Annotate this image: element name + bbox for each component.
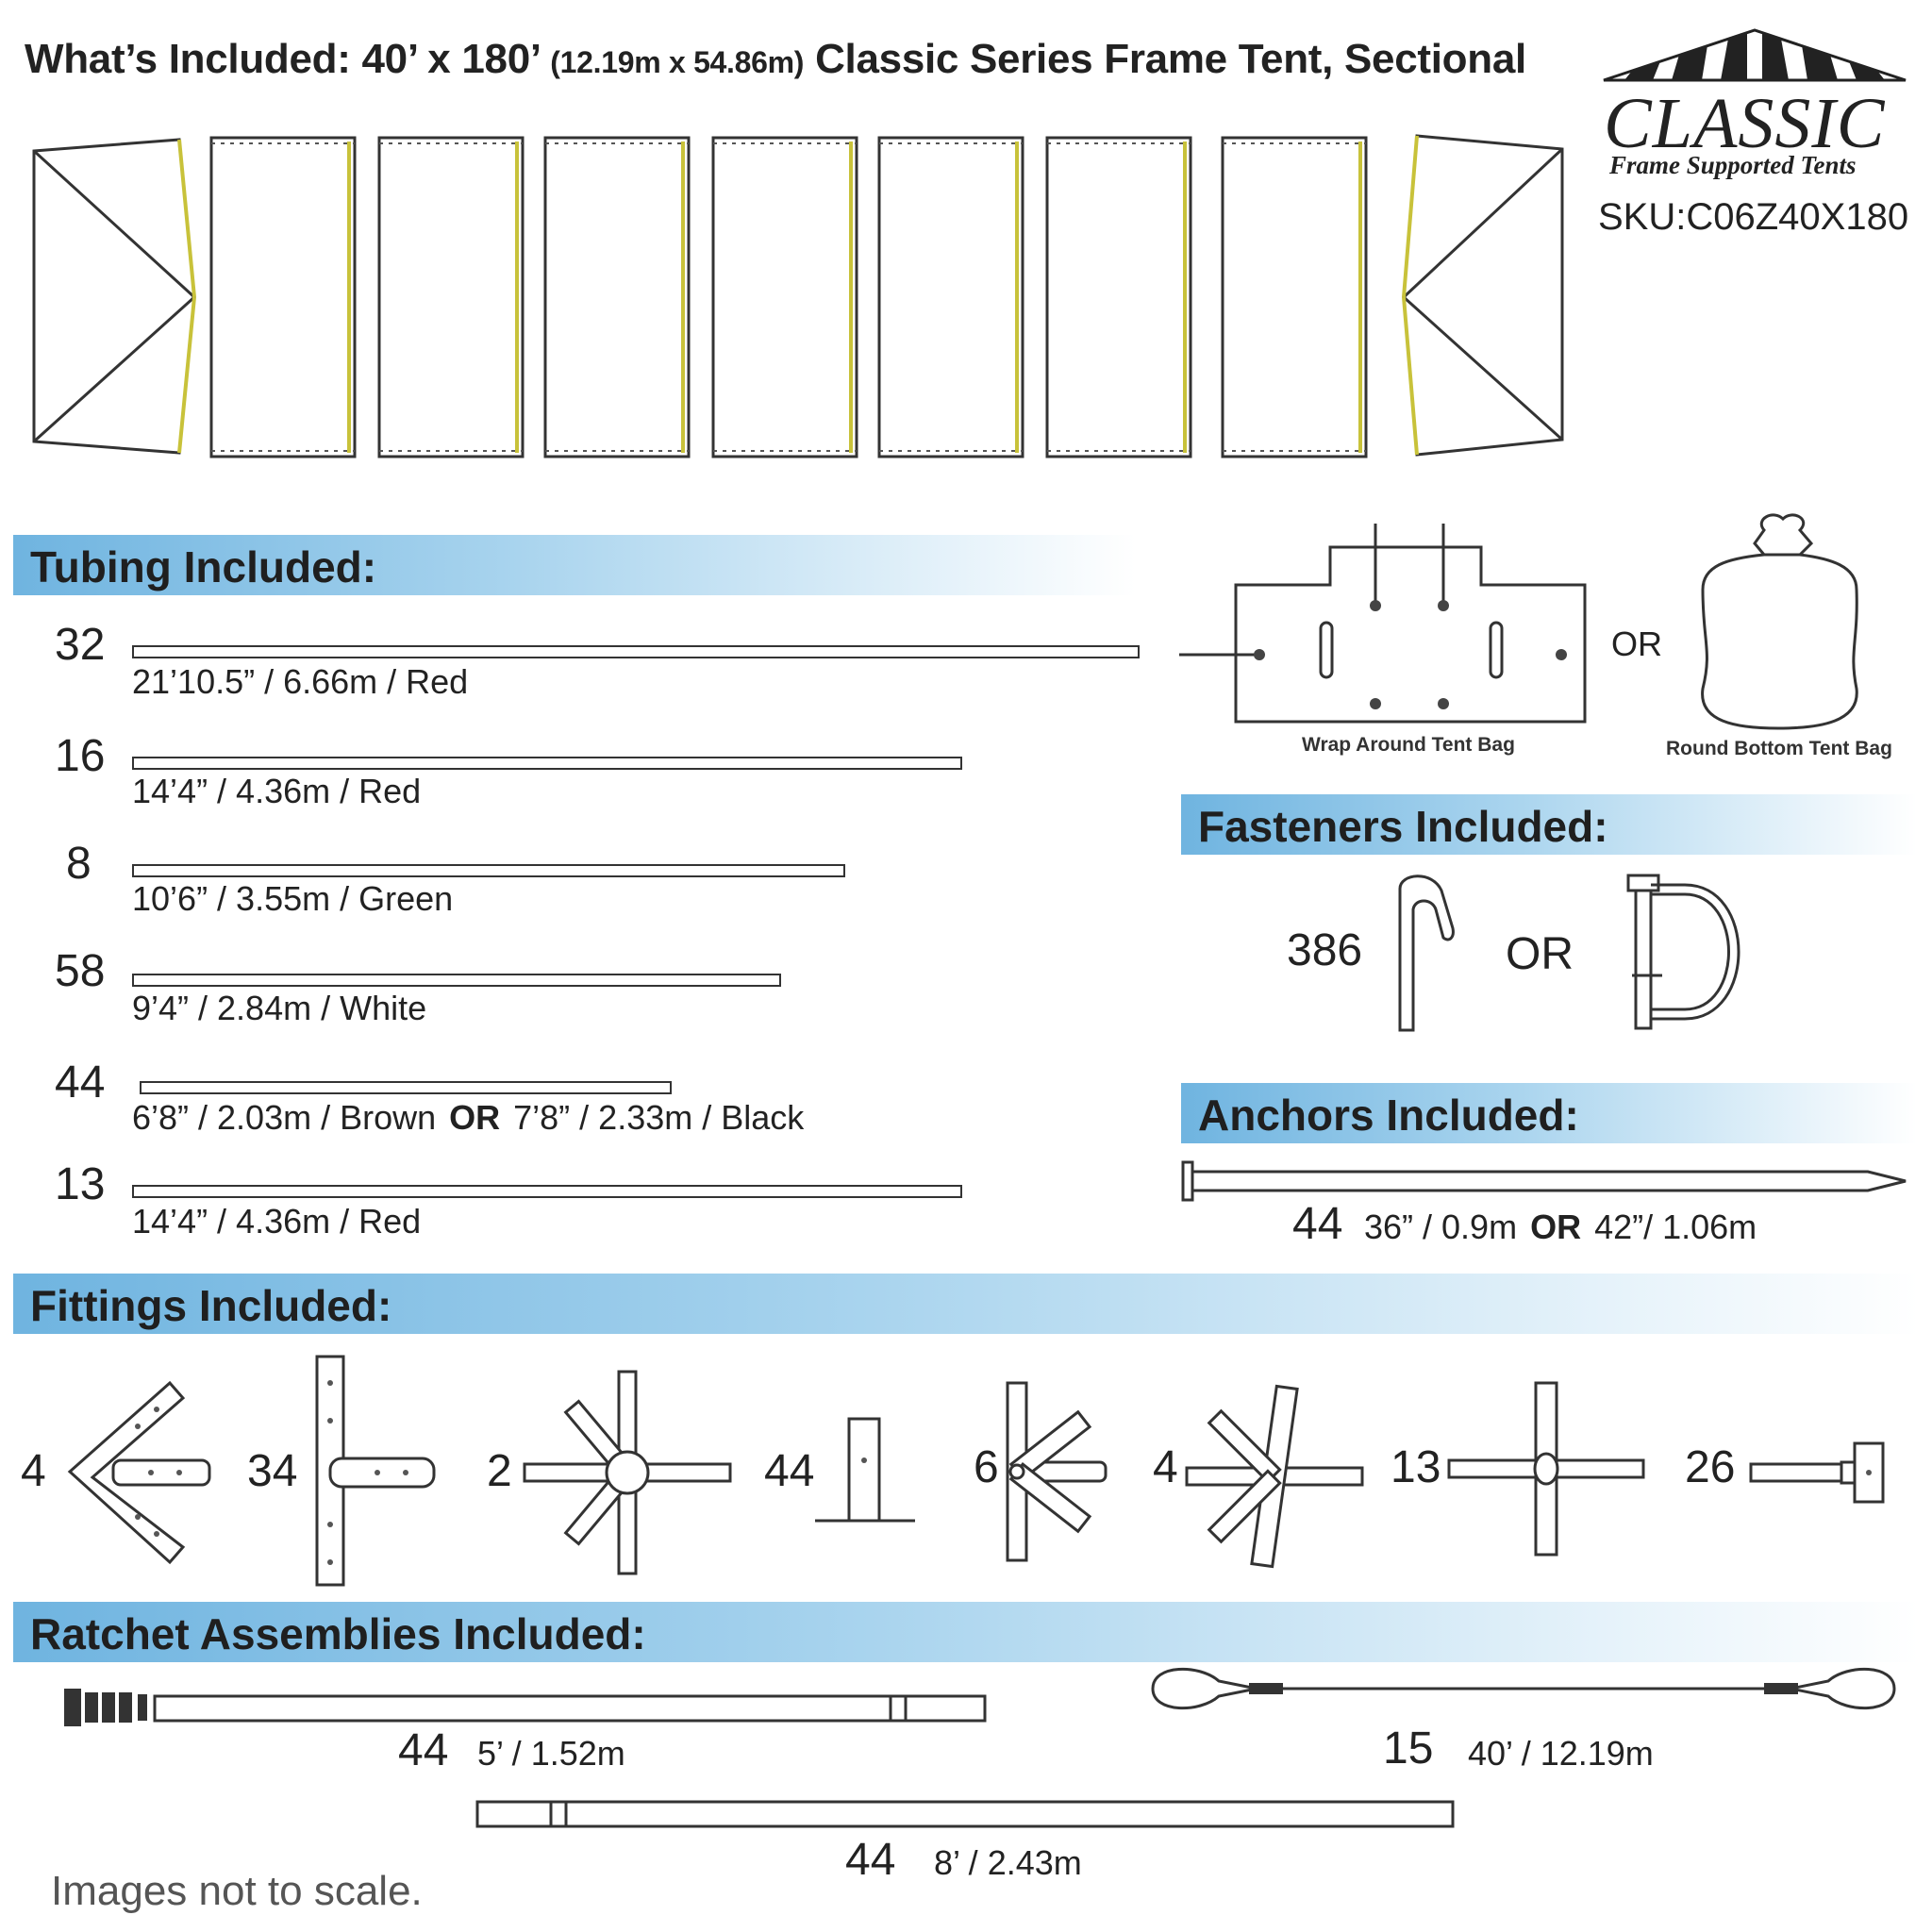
fitting-qty: 2 [487,1446,512,1496]
ratchet-label: 40’ / 12.19m [1468,1734,1654,1773]
lynch-pin-fastener-icon [1626,874,1740,1030]
section-header-anchors: Anchors Included: [1181,1083,1917,1143]
page-title: What’s Included: 40’ x 180’ (12.19m x 54… [25,36,1526,82]
anchor-qty: 44 [1292,1199,1343,1249]
tubing-qty: 58 [55,946,106,996]
tent-end-right [1402,134,1564,457]
tent-section-1 [209,136,357,458]
tube-bar [132,974,781,987]
fitting-qty: 6 [974,1442,999,1492]
round-bottom-bag-caption: Round Bottom Tent Bag [1666,738,1892,759]
wrap-around-bag-caption: Wrap Around Tent Bag [1302,734,1515,756]
tent-logo-icon [1603,28,1907,82]
wrap-around-tent-bag-icon [1179,524,1587,724]
logo-text: CLASSIC [1604,84,1886,163]
corner-fitting-icon [67,1380,211,1565]
tube-bar [140,1081,672,1094]
tube-bar [132,1185,962,1198]
ratchet-label: 8’ / 2.43m [934,1843,1082,1882]
fitting-qty: 34 [247,1446,298,1496]
fastener-qty: 386 [1287,925,1363,975]
foot-plate-fitting-icon [815,1417,915,1523]
stake-anchor-icon [1181,1160,1907,1202]
fitting-qty: 13 [1391,1442,1441,1492]
strap-8ft-icon [475,1800,1455,1828]
angled-cross-fitting-icon [1185,1384,1364,1569]
ratchet-qty: 15 [1383,1724,1434,1774]
tent-section-6 [1045,136,1192,458]
scale-disclaimer: Images not to scale. [51,1868,423,1914]
tubing-label: 21’10.5” / 6.66m / Red [132,662,469,701]
sku-code: SKU:C06Z40X180 [1598,196,1909,238]
section-header-tubing: Tubing Included: [13,535,1136,595]
tent-section-2 [377,136,525,458]
tube-bar [132,757,962,770]
angled-side-fitting-icon [1006,1381,1108,1562]
fitting-qty: 4 [21,1446,46,1496]
ratchet-qty: 44 [845,1835,896,1885]
tubing-label: 9’4” / 2.84m / White [132,989,427,1027]
tee-fitting-icon [315,1355,436,1587]
ratchet-label: 5’ / 1.52m [477,1734,625,1773]
tent-end-left [32,138,196,455]
tubing-qty: 32 [55,620,106,670]
tubing-label: 14’4” / 4.36m / Red [132,1202,422,1241]
fastener-or-label: OR [1506,929,1574,979]
tube-bar [132,645,1140,658]
cable-with-hooks-icon [1151,1667,1896,1710]
ratchet-strap-5ft-icon [64,1689,987,1726]
tent-section-7 [1221,136,1368,458]
tubing-label: 14’4” / 4.36m / Red [132,772,422,810]
bag-or-label: OR [1611,625,1662,663]
cross-fitting-icon [1447,1381,1645,1557]
logo-subtitle: Frame Supported Tents [1609,151,1857,179]
tent-section-5 [877,136,1024,458]
tube-bar [132,864,845,877]
tubing-label: 10’6” / 3.55m / Green [132,879,454,918]
section-header-ratchets: Ratchet Assemblies Included: [13,1602,1919,1662]
tent-section-4 [711,136,858,458]
tent-sections-diagram [32,134,1564,458]
round-bottom-tent-bag-icon [1701,513,1858,730]
section-header-fasteners: Fasteners Included: [1181,794,1917,855]
fitting-qty: 4 [1153,1442,1178,1492]
six-way-hub-fitting-icon [523,1370,732,1575]
end-cap-fitting-icon [1749,1441,1885,1504]
ratchet-qty: 44 [398,1725,449,1775]
section-header-fittings: Fittings Included: [13,1274,1919,1334]
tubing-qty: 8 [66,839,92,889]
tubing-qty: 44 [55,1058,106,1108]
j-hook-fastener-icon [1398,874,1455,1032]
tubing-qty: 16 [55,731,106,781]
fitting-qty: 44 [764,1446,815,1496]
tent-section-3 [543,136,691,458]
tubing-qty: 13 [55,1159,106,1209]
fitting-qty: 26 [1685,1442,1736,1492]
